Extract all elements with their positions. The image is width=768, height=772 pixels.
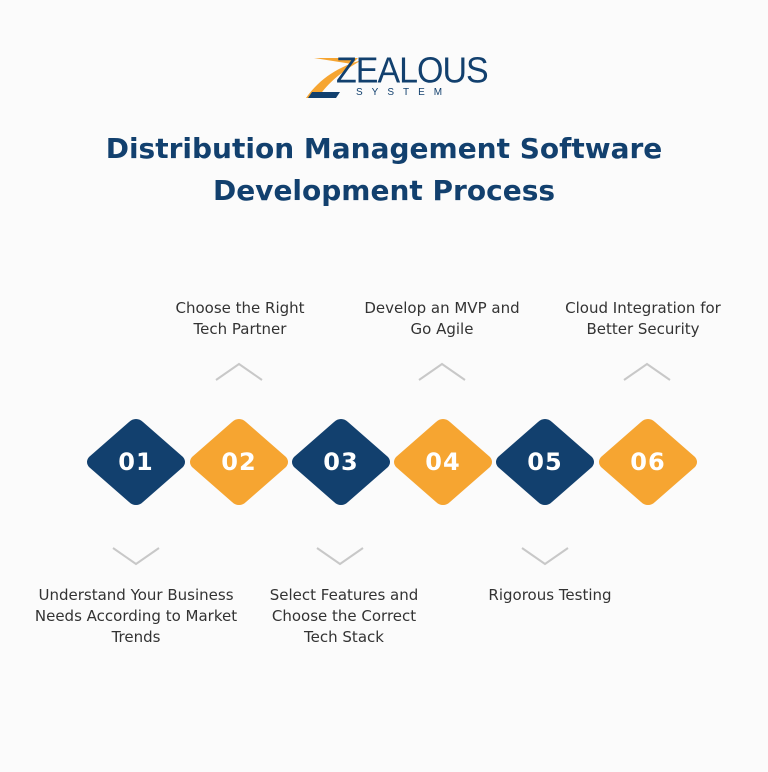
diamond-shape — [599, 419, 697, 505]
logo-wordmark: ZEALOUS — [336, 51, 489, 91]
chevron-up-icon — [215, 362, 263, 381]
step-number: 06 — [630, 448, 666, 476]
step-diamond-06: 06 — [596, 417, 700, 507]
step-diamond-01: 01 — [84, 417, 188, 507]
diamond-shape — [496, 419, 594, 505]
title-line-1: Distribution Management Software — [105, 132, 663, 165]
diamond-shape — [394, 419, 492, 505]
diamond-shape — [87, 419, 185, 505]
step-label-01: Understand Your Business Needs According… — [34, 586, 238, 646]
chevron-down-icon — [112, 547, 160, 566]
chevron-up-icon — [623, 362, 671, 381]
title-line-2: Development Process — [212, 174, 556, 207]
chevron-down-icon — [316, 547, 364, 566]
step-label-06: Cloud Integration for Better Security — [565, 299, 721, 338]
chevron-down-icon — [521, 547, 569, 566]
page-title: Distribution Management Software Develop… — [84, 128, 684, 212]
step-number: 01 — [118, 448, 154, 476]
logo-swoosh-icon — [306, 58, 362, 98]
chevron-up-icon — [418, 362, 466, 381]
step-label-04: Develop an MVP and Go Agile — [364, 299, 520, 338]
step-number: 04 — [425, 448, 461, 476]
diamond-shape — [190, 419, 288, 505]
step-diamond-05: 05 — [493, 417, 597, 507]
step-diamond-02: 02 — [187, 417, 291, 507]
step-number: 03 — [323, 448, 359, 476]
step-diamond-03: 03 — [289, 417, 393, 507]
step-diamond-04: 04 — [391, 417, 495, 507]
step-label-03: Select Features and Choose the Correct T… — [269, 586, 419, 646]
step-number: 02 — [221, 448, 257, 476]
diamond-shape — [292, 419, 390, 505]
zealous-system-logo: ZEALOUS SYSTEM — [300, 48, 489, 106]
step-label-02: Choose the Right Tech Partner — [175, 299, 305, 338]
step-label-05: Rigorous Testing — [488, 586, 612, 604]
step-number: 05 — [527, 448, 563, 476]
logo-subtitle: SYSTEM — [356, 87, 452, 98]
